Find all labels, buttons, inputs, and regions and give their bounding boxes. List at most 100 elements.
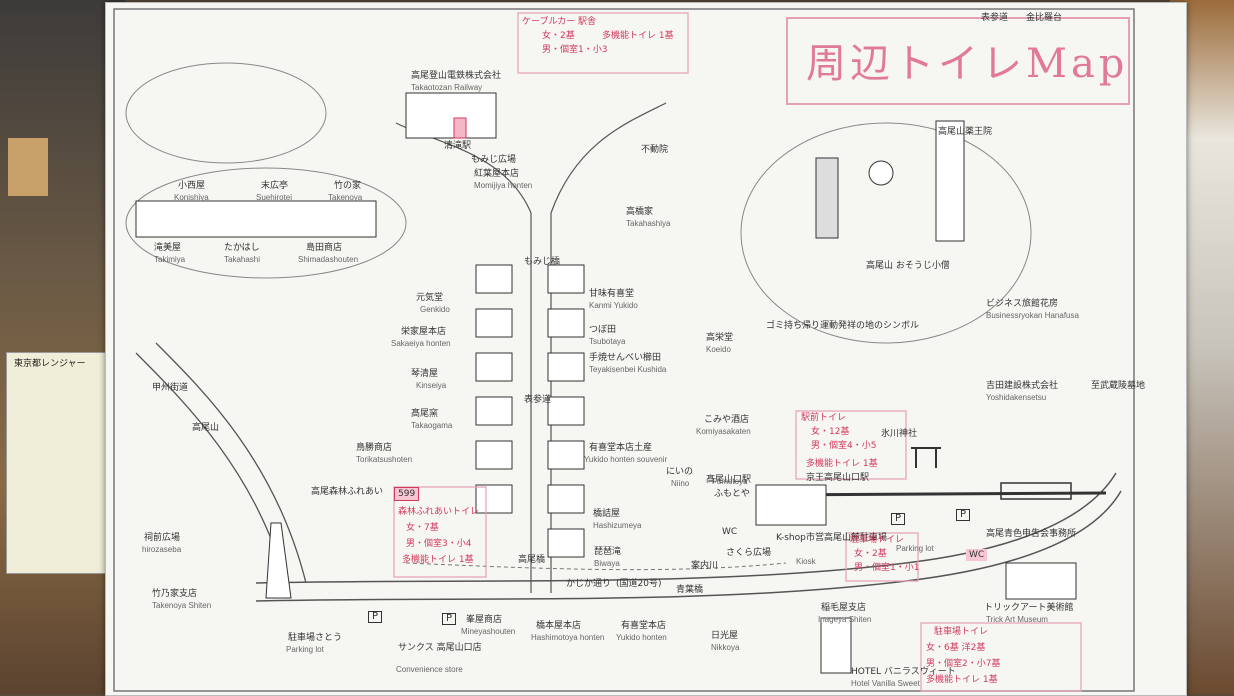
- landmark-jp-57: 高尾山: [192, 423, 220, 433]
- book-cover: [8, 138, 48, 196]
- landmark-jp-24: 琵琶滝: [594, 547, 622, 557]
- map-title-frame: [786, 17, 1130, 105]
- landmark-en-21: Komiyasakaten: [696, 427, 751, 436]
- route20-road: [255, 472, 1117, 584]
- toilet-note-2-line1: 駐車場トイレ: [934, 627, 989, 637]
- landmark-jp-1: 清滝駅: [444, 141, 472, 151]
- landmark-en-36: Parking lot: [896, 544, 934, 553]
- trick-art-building: [1005, 562, 1077, 600]
- landmark-jp-42: 稲毛屋支店: [821, 603, 867, 613]
- landmark-jp-27: 高栄堂: [706, 333, 734, 343]
- toilet-note-3-line3: 男・個室3・小4: [406, 539, 472, 549]
- route20-road-edge: [255, 490, 1122, 602]
- stone-pillar: [935, 120, 965, 242]
- shelter-badge: 599: [394, 487, 420, 501]
- landmark-jp-54: 高尾橋: [518, 555, 546, 565]
- landmark-jp-30: ビジネス旅館花房: [986, 299, 1059, 309]
- landmark-jp-35: K-shop: [776, 533, 806, 543]
- landmark-en-15: Tsubotaya: [589, 337, 626, 346]
- landmark-jp-45: 駐車場さとう: [288, 633, 343, 643]
- landmark-jp-28: 高尾山 おそうじ小僧: [866, 261, 950, 271]
- shops-right: [547, 264, 585, 558]
- landmark-en-22: Niino: [671, 479, 690, 488]
- landmark-en-47: Mineyashouten: [461, 627, 516, 636]
- wc-badge-1: WC: [722, 527, 738, 537]
- landmark-jp-13: 元気堂: [416, 293, 444, 303]
- landmark-en-6: Takenoya: [328, 193, 363, 202]
- landmark-jp-0: 高尾登山電鉄株式会社: [411, 71, 502, 81]
- landmark-jp-33: ふもとや: [714, 489, 750, 499]
- stone-monument: [815, 157, 839, 239]
- landmark-jp-36: 市営高尾山麓駐車場: [806, 533, 888, 543]
- wc-badge-2: WC: [966, 549, 988, 561]
- landmark-jp-41: 青葉橋: [676, 585, 704, 595]
- forest-toilet-note-box: [393, 486, 487, 578]
- osouji-statue: [868, 160, 894, 186]
- landmark-jp-58: 至武蔵陵墓地: [1091, 381, 1146, 391]
- landmark-jp-2: もみじ広場: [471, 155, 517, 165]
- toilet-note-3-line4: 多機能トイレ 1基: [402, 555, 474, 565]
- toilet-note-3-line2: 女・7基: [406, 523, 439, 533]
- parking-symbol-1: P: [368, 611, 383, 623]
- shop-row-building: [135, 200, 377, 238]
- landmark-en-35: Kiosk: [796, 557, 816, 566]
- landmark-jp-23: 橋詰屋: [593, 509, 621, 519]
- landmark-jp-17: 琴清屋: [411, 369, 439, 379]
- cable-station: [405, 92, 497, 139]
- toilet-note-0-line3: 男・個室4・小5: [811, 441, 877, 451]
- toilet-note-3-line1: 森林ふれあいトイレ: [398, 507, 480, 517]
- landmark-en-10: Takahashiya: [626, 219, 671, 228]
- landmark-en-3: Momijiya honten: [474, 181, 533, 190]
- shops-left: [475, 264, 513, 514]
- flyer-title: 東京都レンジャー: [14, 359, 86, 369]
- landmark-jp-16: 手焼せんべい櫛田: [589, 353, 662, 363]
- forest-upper-left: [125, 62, 327, 164]
- parking-symbol-2: P: [442, 613, 457, 625]
- landmark-en-24: Biwaya: [594, 559, 620, 568]
- landmark-jp-20: 有喜堂本店土産: [589, 443, 653, 453]
- monument-tower: [265, 522, 292, 599]
- torii: [911, 447, 941, 468]
- landmark-jp-25: 高尾森林ふれあい: [311, 487, 384, 497]
- landmark-jp-5: 末広亭: [261, 181, 289, 191]
- river: [405, 562, 787, 571]
- landmark-en-45: Parking lot: [286, 645, 324, 654]
- landmark-jp-48: 橋本屋本店: [536, 621, 582, 631]
- landmark-jp-15: つぼ田: [589, 325, 617, 335]
- landmark-en-42: Inageya Shiten: [818, 615, 872, 624]
- landmark-jp-38: さくら広場: [726, 548, 772, 558]
- landmark-jp-59: 高尾山薬王院: [938, 127, 993, 137]
- landmark-en-49: Yukido honten: [616, 633, 667, 642]
- landmark-jp-22: にいの: [666, 467, 694, 477]
- toilet-note-1-line1: 駐車場トイレ: [850, 535, 905, 545]
- landmark-jp-19: 鳥勝商店: [356, 443, 393, 453]
- landmark-en-7: Takimiya: [154, 255, 186, 264]
- landmark-jp-12: 甘味有喜堂: [589, 289, 635, 299]
- cable-note-line2: 女・2基: [542, 31, 575, 41]
- osouji-cloud: [740, 122, 1032, 344]
- map-poster: 周辺トイレMap 表参道 金比羅台 ケーブルカー 駅舎 女・2基 多機能トイレ …: [105, 2, 1187, 696]
- landmark-jp-18: 髙尾窯: [411, 409, 439, 419]
- landmark-en-18: Takaogama: [411, 421, 453, 430]
- landmark-jp-50: 日光屋: [711, 631, 739, 641]
- omotesando-label: 表参道: [981, 13, 1009, 23]
- landmark-jp-6: 竹の家: [334, 181, 362, 191]
- landmark-en-17: Kinseiya: [416, 381, 447, 390]
- shop-row-cloud: [125, 167, 407, 279]
- landmark-jp-32: 氷川神社: [881, 429, 918, 439]
- bookshelf-background: [0, 0, 125, 694]
- landmark-en-19: Torikatsushoten: [356, 455, 413, 464]
- hotel-building: [820, 617, 852, 674]
- landmark-en-9: Shimadashouten: [298, 255, 359, 264]
- landmark-jp-52: 祠前広場: [144, 533, 181, 543]
- landmark-en-46: Convenience store: [396, 665, 463, 674]
- railway-bridge: [1000, 482, 1072, 500]
- landmark-en-16: Teyakisenbei Kushida: [589, 365, 667, 374]
- landmark-en-33: Fumotoya: [712, 477, 748, 486]
- landmark-jp-37: 高尾青色申告会事務所: [986, 529, 1077, 539]
- landmark-jp-56: 甲州街道: [152, 383, 189, 393]
- cable-toilet-note-box: [517, 12, 689, 74]
- landmark-en-14: Sakaeiya honten: [391, 339, 451, 348]
- landmark-en-51: Hotel Vanilla Sweet: [851, 679, 920, 688]
